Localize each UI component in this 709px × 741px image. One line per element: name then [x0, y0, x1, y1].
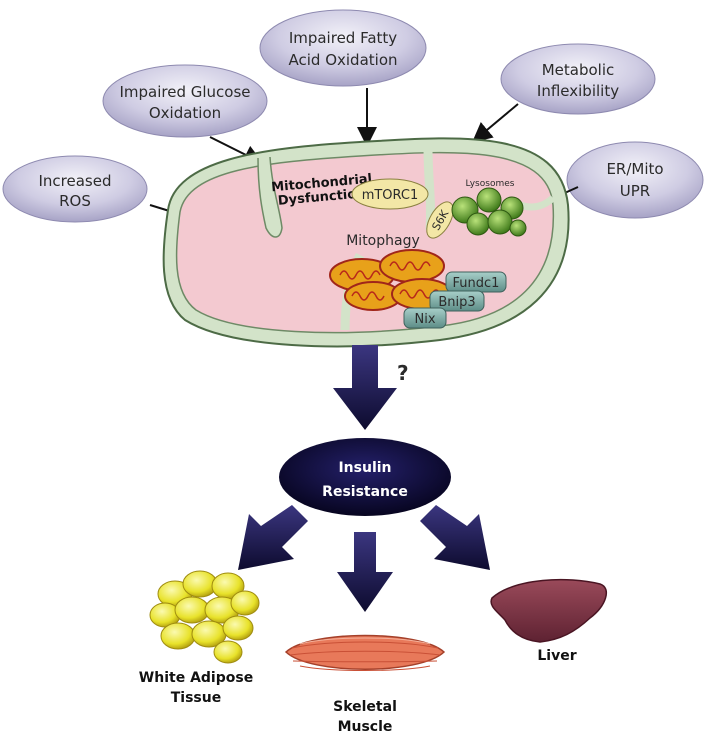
arrow-inflexibility [471, 103, 519, 143]
lysosome [466, 212, 490, 236]
cause-impaired-fatty-acid-oxidation: Impaired Fatty Acid Oxidation [259, 9, 427, 87]
cause-label-line2: Acid Oxidation [289, 51, 398, 69]
cause-label-line2: Oxidation [149, 104, 221, 122]
fat-cell [222, 615, 254, 641]
lysosome [487, 209, 513, 235]
squiggle [351, 291, 385, 301]
lysosome-cluster [451, 187, 527, 237]
receptor-nix: Nix [403, 307, 447, 329]
lysosome [509, 219, 527, 237]
liver-illustration [490, 578, 608, 643]
skeletal-muscle-illustration [284, 634, 446, 671]
cause-label-line2: Inflexibility [537, 82, 619, 100]
muscle-label-line1: Skeletal [333, 699, 397, 715]
cause-label-line1: Metabolic [542, 61, 615, 79]
crista [518, 195, 556, 211]
arrow-to-liver [420, 505, 490, 570]
mitochondrion: Mitochondrial Dysfunction mTORC1 S6K Lys… [162, 137, 570, 348]
cause-label-line1: ER/Mito [606, 160, 663, 178]
squiggle [389, 261, 431, 271]
arrow-to-muscle [337, 532, 393, 612]
muscle-label-line2: Muscle [338, 719, 393, 735]
mtorc1-shape [351, 178, 429, 210]
mitophagy-label: Mitophagy [346, 233, 420, 249]
fat-cell [213, 640, 243, 664]
s6k-shape [426, 201, 454, 239]
cause-label-line1: Increased [38, 172, 111, 190]
crista [257, 156, 283, 238]
liver-label: Liver [537, 648, 576, 664]
cause-label-line1: Impaired Fatty [289, 29, 397, 47]
arrow-to-adipose [238, 505, 308, 570]
fat-cell [174, 596, 210, 624]
cause-increased-ros: Increased ROS [2, 155, 148, 223]
squiggle [339, 270, 381, 280]
white-adipose-tissue-illustration [149, 570, 260, 664]
cause-label-line2: ROS [59, 192, 91, 210]
cause-label-line2: UPR [620, 182, 650, 200]
cause-impaired-glucose-oxidation: Impaired Glucose Oxidation [102, 64, 268, 138]
mtorc1-label: mTORC1 [362, 188, 419, 203]
receptor-label: Fundc1 [453, 276, 500, 291]
receptor-bnip3: Bnip3 [429, 290, 485, 312]
insulin-resistance-node: Insulin Resistance [279, 438, 451, 516]
receptor-label: Nix [414, 312, 435, 327]
lysosome [476, 187, 502, 213]
lysosomes-label: Lysosomes [466, 179, 515, 189]
receptor-label: Bnip3 [438, 295, 475, 310]
wat-label-line1: White Adipose [139, 670, 253, 686]
center-label-line1: Insulin [338, 460, 391, 476]
damaged-mitochondrion [379, 249, 445, 283]
fat-cell [160, 622, 196, 650]
cause-label-line1: Impaired Glucose [119, 83, 250, 101]
receptor-fundc1: Fundc1 [445, 271, 507, 293]
fat-cell [230, 590, 260, 616]
cause-er-mito-upr: ER/Mito UPR [566, 141, 704, 219]
arrow-to-insulin-resistance [333, 345, 397, 430]
cause-metabolic-inflexibility: Metabolic Inflexibility [500, 43, 656, 115]
question-mark: ? [397, 361, 409, 385]
wat-label-line2: Tissue [171, 690, 221, 706]
center-label-line2: Resistance [322, 484, 408, 500]
